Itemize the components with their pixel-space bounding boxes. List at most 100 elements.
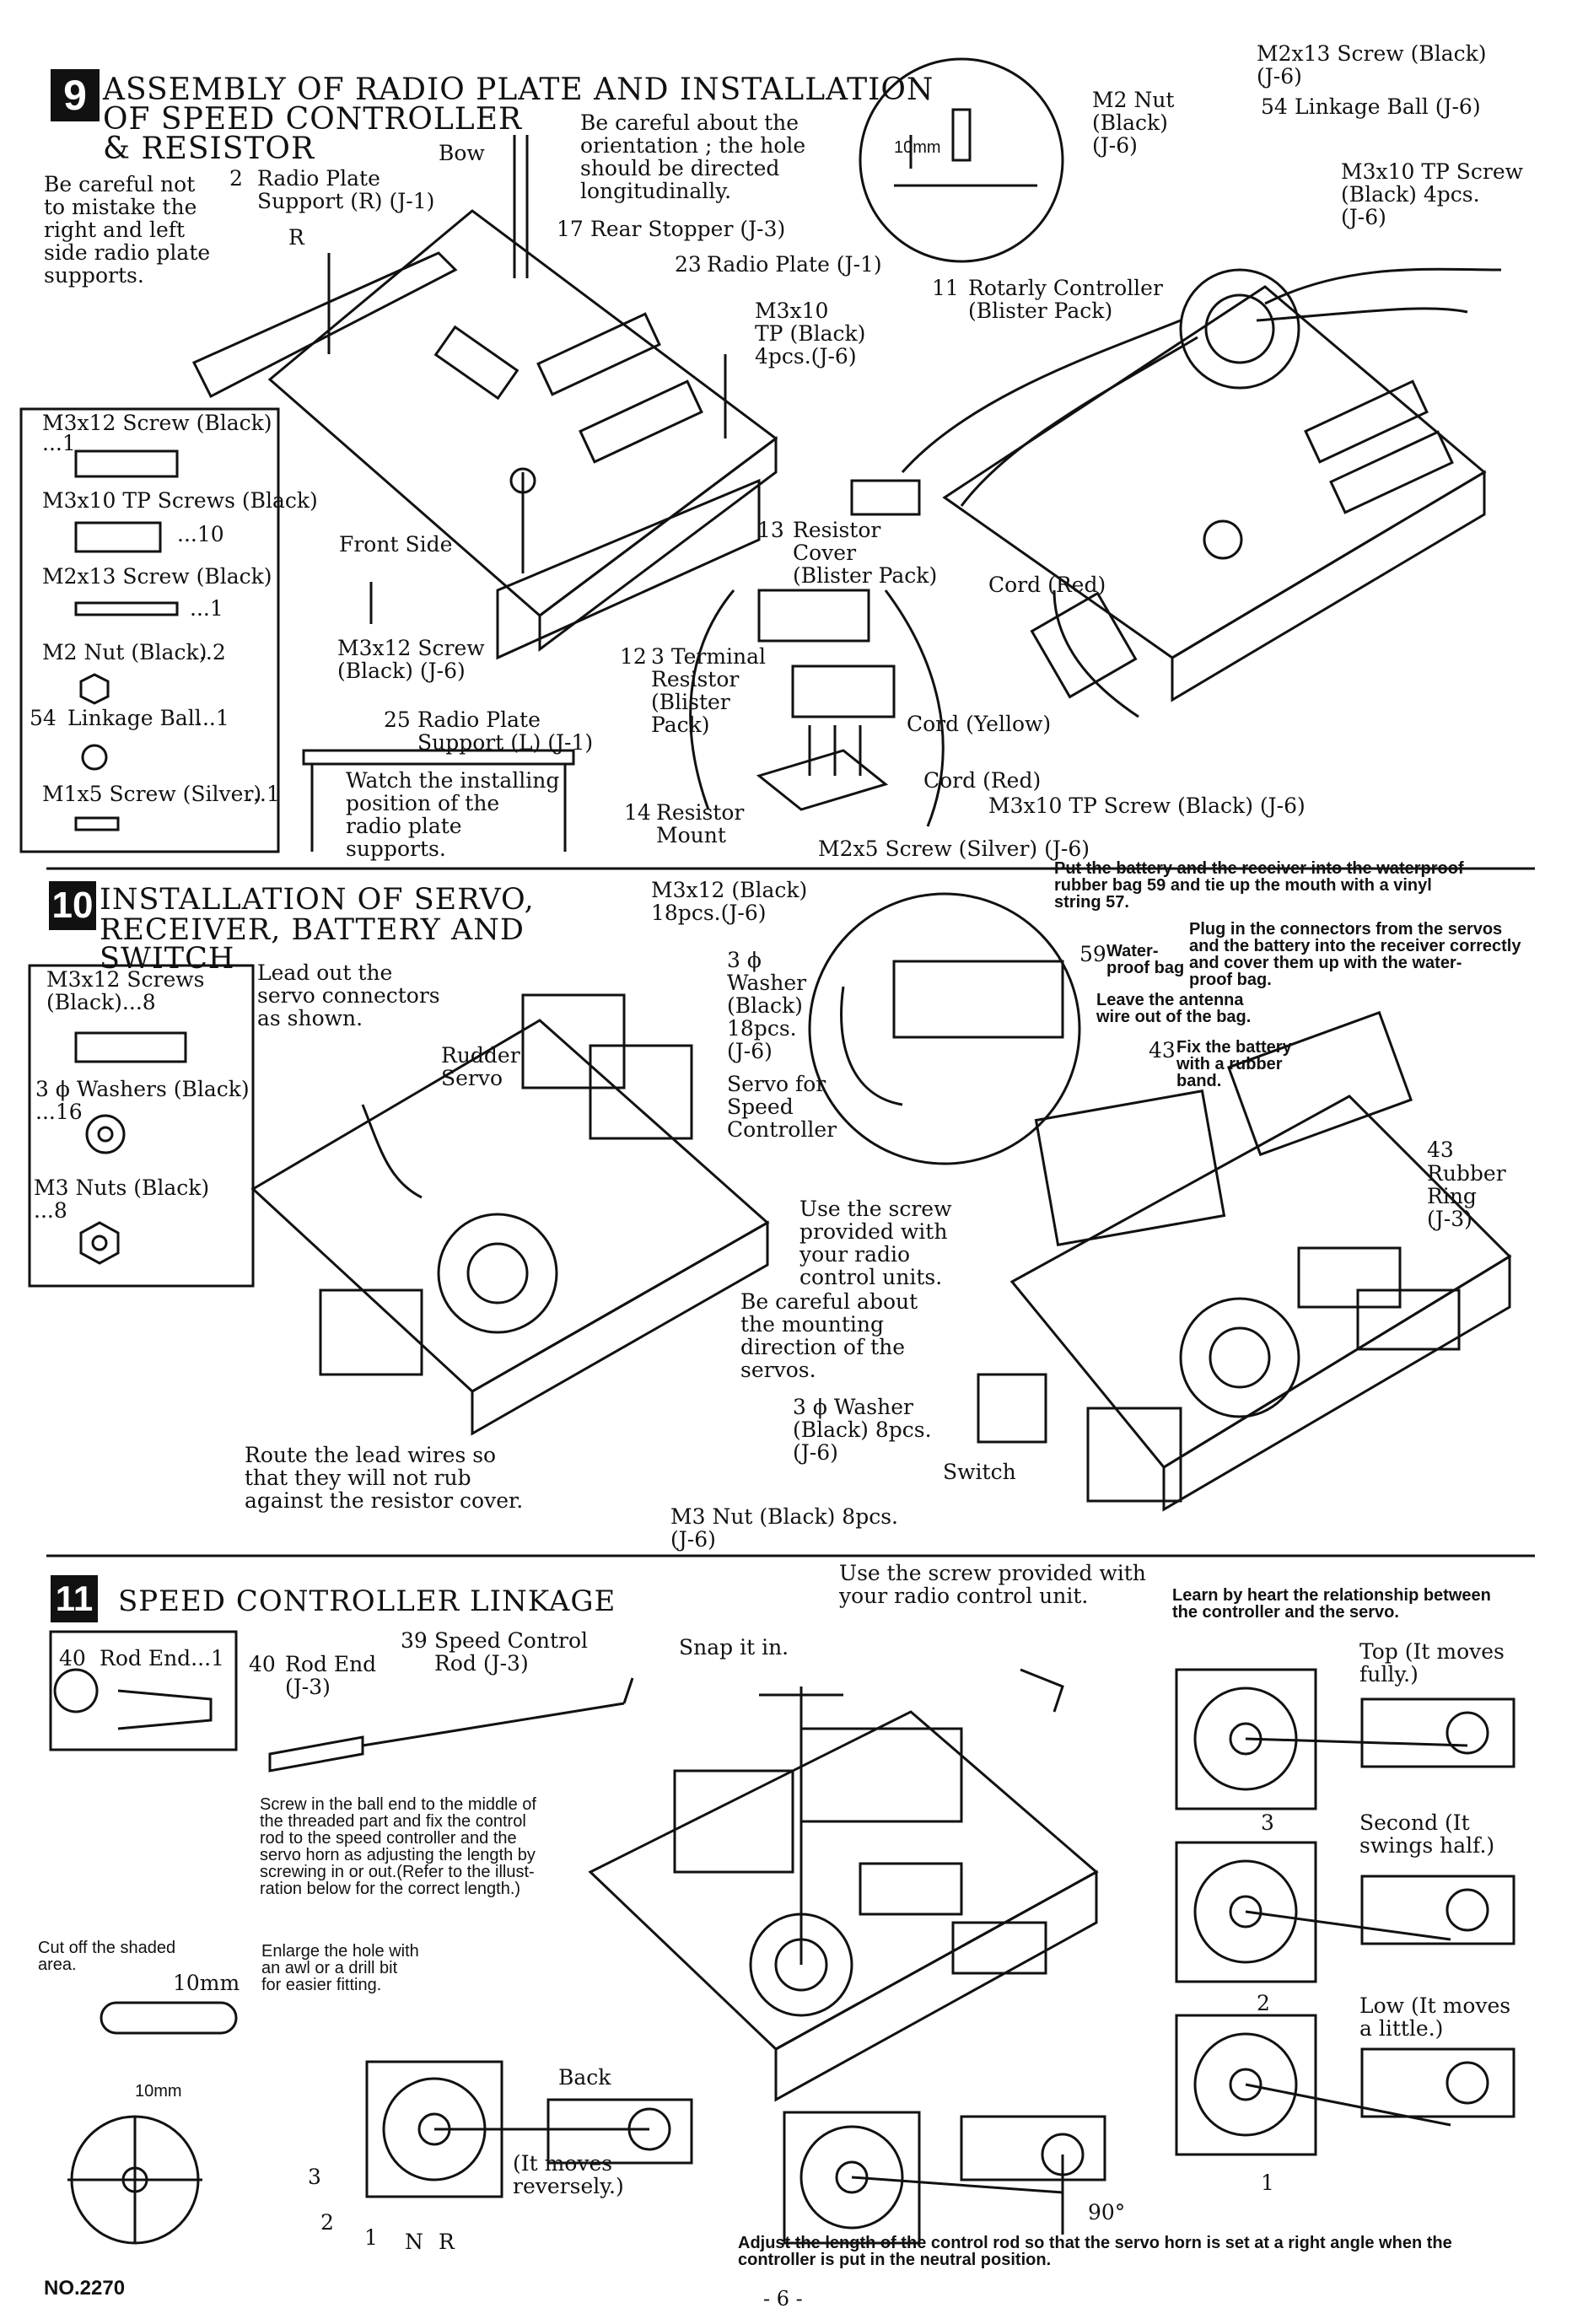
m2x13-screw-label: M2x13 Screw (Black) (J-6) bbox=[1257, 41, 1487, 89]
battery-receiver-drawing bbox=[808, 892, 1512, 1512]
cord-yellow-label: Cord (Yellow) bbox=[907, 712, 1052, 736]
horn-pos-2: 2 bbox=[320, 2210, 334, 2235]
careful-mounting-note: Be careful about the mounting direction … bbox=[740, 1289, 918, 1382]
parts9-m2nut: M2 Nut (Black) bbox=[42, 640, 207, 664]
parts9-m1x5-qty: ...1 bbox=[246, 782, 280, 806]
resistor-drawing bbox=[689, 589, 945, 827]
enlarge-note: Enlarge the hole with an awl or a drill … bbox=[261, 1942, 419, 1994]
part-number-17: 17 bbox=[557, 217, 584, 241]
cord-red-label-1: Cord (Red) bbox=[988, 573, 1106, 597]
step-10-title-line3: SWITCH bbox=[100, 942, 235, 976]
step-11-title: SPEED CONTROLLER LINKAGE bbox=[118, 1584, 616, 1618]
cord-red-label-2: Cord (Red) bbox=[923, 768, 1042, 793]
fix-battery-note: Fix the battery with a rubber band. bbox=[1176, 1038, 1292, 1090]
servo-plate-drawing bbox=[250, 993, 770, 1436]
m3-nut-8pcs-label: M3 Nut (Black) 8pcs. (J-6) bbox=[670, 1504, 898, 1552]
washer-8pcs-label: 3 ϕ Washer (Black) 8pcs. (J-6) bbox=[793, 1395, 932, 1465]
diagram-pos-3: 3 bbox=[1261, 1810, 1274, 1835]
parts10-m3x12: M3x12 Screws (Black)...8 bbox=[46, 967, 205, 1014]
speed-rod-label: Speed Control Rod (J-3) bbox=[434, 1628, 588, 1676]
horn-cut-drawing bbox=[67, 2001, 238, 2245]
step-10-number: 10 bbox=[49, 881, 96, 930]
radio-plate-support-r-label: Radio Plate Support (R) (J-1) bbox=[257, 166, 435, 213]
m3x12-screw-label: M3x12 Screw (Black) (J-6) bbox=[337, 636, 485, 683]
resistor-mount-label: Resistor Mount bbox=[656, 800, 745, 847]
lead-out-note: Lead out the servo connectors as shown. bbox=[257, 960, 440, 1030]
linkage-ball-label: Linkage Ball (J-6) bbox=[1295, 94, 1481, 119]
back-label: Back bbox=[558, 2065, 611, 2090]
parts9-m3x12-qty: ...1 bbox=[42, 431, 76, 455]
angle-90-label: 90° bbox=[1088, 2200, 1126, 2224]
part-number-43b: 43 bbox=[1427, 1138, 1454, 1162]
step-10-title-line1: INSTALLATION OF SERVO, bbox=[100, 883, 535, 917]
screw-in-note: Screw in the ball end to the middle of t… bbox=[260, 1795, 536, 1898]
part-number-59: 59 bbox=[1079, 942, 1106, 966]
bow-label: Bow bbox=[439, 141, 485, 165]
rod-end-box bbox=[49, 1630, 238, 1751]
parts9-m1x5: M1x5 Screw (Silver) bbox=[42, 782, 262, 806]
part-number-54: 54 bbox=[1261, 94, 1288, 119]
careful-supports-note: Be careful not to mistake the right and … bbox=[44, 172, 211, 288]
letter-r: R bbox=[288, 225, 304, 250]
parts9-linkage-ball-qty: ...1 bbox=[196, 706, 229, 730]
part-number-39: 39 bbox=[401, 1628, 428, 1653]
circle-10mm-label: 10mm bbox=[135, 2082, 182, 2101]
plug-in-note: Plug in the connectors from the servos a… bbox=[1189, 920, 1521, 989]
rear-stopper-label: Rear Stopper (J-3) bbox=[590, 217, 786, 241]
rod-drawing bbox=[268, 1677, 634, 1773]
learn-note: Learn by heart the relationship between … bbox=[1172, 1586, 1491, 1622]
waterproof-bag-label: Water- proof bag bbox=[1106, 942, 1185, 977]
step-11-number: 11 bbox=[51, 1575, 98, 1622]
part-number-43: 43 bbox=[1149, 1038, 1176, 1062]
parts9-linkage-ball: Linkage Ball bbox=[67, 706, 202, 730]
parts-box-10 bbox=[28, 964, 255, 1288]
rotary-controller-drawing bbox=[850, 267, 1502, 718]
parts-box-9 bbox=[19, 407, 280, 853]
rudder-servo-label: Rudder Servo bbox=[441, 1043, 520, 1090]
step-10-title-line2: RECEIVER, BATTERY AND bbox=[100, 913, 525, 947]
inset-10mm-label: 10mm bbox=[894, 138, 941, 157]
parts9-m2nut-qty: ...2 bbox=[192, 640, 226, 664]
model-number: NO.2270 bbox=[44, 2277, 126, 2300]
parts9-m3x10-qty: ...10 bbox=[177, 522, 224, 546]
route-leads-note: Route the lead wires so that they will n… bbox=[245, 1443, 524, 1513]
front-side-label: Front Side bbox=[339, 532, 453, 557]
part-number-11: 11 bbox=[932, 276, 959, 300]
part-number-13: 13 bbox=[757, 518, 784, 542]
radio-plate-drawing bbox=[191, 135, 778, 660]
leave-antenna-note: Leave the antenna wire out of the bag. bbox=[1096, 991, 1252, 1026]
part-number-40b: 40 bbox=[249, 1652, 276, 1676]
step-9-number: 9 bbox=[51, 69, 100, 121]
washer-18pcs-label: 3 ϕ Washer (Black) 18pcs. (J-6) bbox=[727, 948, 807, 1063]
use-screw-11-note: Use the screw provided with your radio c… bbox=[839, 1561, 1146, 1608]
rotary-controller-label: Rotarly Controller (Blister Pack) bbox=[968, 276, 1163, 323]
diagram-pos-2: 2 bbox=[1257, 1991, 1270, 2015]
adjust-note: Adjust the length of the control rod so … bbox=[738, 2234, 1452, 2269]
inset-circle-10mm bbox=[859, 57, 1064, 263]
parts9-m3x12: M3x12 Screw (Black) bbox=[42, 412, 272, 434]
part-number-14: 14 bbox=[624, 800, 651, 825]
parts9-m2x13: M2x13 Screw (Black) bbox=[42, 564, 272, 589]
part-number-25: 25 bbox=[384, 707, 411, 732]
rubber-ring-label: Rubber Ring (J-3) bbox=[1427, 1161, 1506, 1231]
rod-end-label: Rod End (J-3) bbox=[285, 1652, 377, 1699]
horn-pos-3: 3 bbox=[308, 2165, 321, 2189]
part-number-12: 12 bbox=[620, 644, 647, 669]
radio-plate-support-l-label: Radio Plate Support (L) (J-1) bbox=[417, 707, 594, 755]
part-label: M3x12 Screw (Black) bbox=[42, 411, 272, 435]
second-label: Second (It swings half.) bbox=[1359, 1810, 1495, 1858]
parts10-nuts: M3 Nuts (Black) ...8 bbox=[34, 1175, 210, 1223]
part-number-2: 2 bbox=[229, 166, 243, 191]
terminal-resistor-label: 3 Terminal Resistor (Blister Pack) bbox=[651, 644, 767, 737]
chassis-drawing bbox=[588, 1668, 1099, 2102]
part-number-40: 40 bbox=[59, 1646, 86, 1670]
step-9-title-line3: & RESISTOR bbox=[103, 132, 315, 166]
parts9-part-number-54: 54 bbox=[30, 706, 57, 730]
m3x10-tp-screw-black-label: M3x10 TP Screw (Black) (J-6) bbox=[988, 793, 1306, 818]
orientation-note: Be careful about the orientation ; the h… bbox=[580, 110, 806, 203]
use-screw-note: Use the screw provided with your radio c… bbox=[799, 1197, 952, 1289]
parts9-m2x13-qty: ...1 bbox=[190, 596, 223, 621]
parts10-washers: 3 ϕ Washers (Black) ...16 bbox=[35, 1077, 250, 1124]
cut-off-note: Cut off the shaded area. bbox=[38, 1939, 176, 1974]
